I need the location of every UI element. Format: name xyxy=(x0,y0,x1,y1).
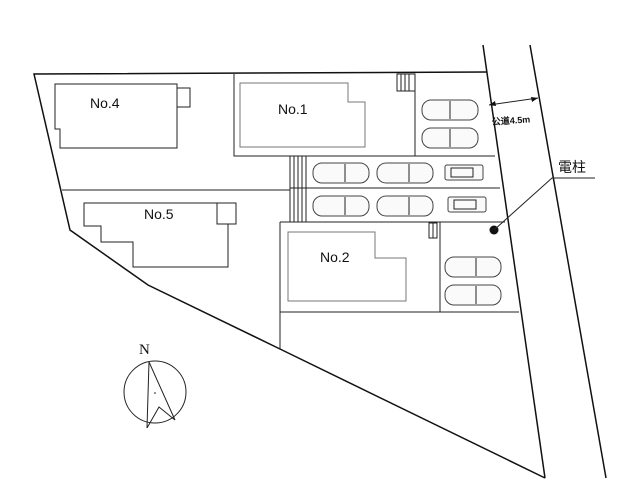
steps-icon xyxy=(289,73,438,239)
lot-label-no1: No.1 xyxy=(278,101,308,117)
car-icon xyxy=(312,162,370,184)
lot-label-no5: No.5 xyxy=(144,206,174,222)
building-no2 xyxy=(287,231,407,302)
car-icon xyxy=(444,256,502,278)
building-no4-porch xyxy=(176,87,191,108)
car-icon xyxy=(421,99,479,121)
road-width-arrow xyxy=(488,97,539,106)
lot-label-no4: No.4 xyxy=(90,95,120,111)
building-no5-porch xyxy=(216,202,237,225)
road-label: 公道4.5m xyxy=(491,113,530,127)
lot-no1-boundary xyxy=(233,74,495,157)
lot-label-no2: No.2 xyxy=(320,249,350,265)
motorcycle-icon xyxy=(447,196,487,213)
site-boundary xyxy=(33,71,546,479)
car-icon xyxy=(421,127,479,149)
car-icon xyxy=(444,284,502,306)
motorcycle-icon xyxy=(444,164,484,181)
utility-pole-label: 電柱 xyxy=(558,159,586,175)
building-no1 xyxy=(239,82,366,148)
car-icon xyxy=(376,195,434,217)
road-edge-right xyxy=(529,44,607,479)
car-icon xyxy=(376,162,434,184)
north-label: N xyxy=(139,342,150,358)
road-edge-left xyxy=(482,44,546,479)
utility-pole-leader xyxy=(493,177,595,231)
north-compass-icon xyxy=(123,360,187,429)
building-no4 xyxy=(54,83,178,149)
parked-cars xyxy=(312,99,502,306)
car-icon xyxy=(312,195,370,217)
